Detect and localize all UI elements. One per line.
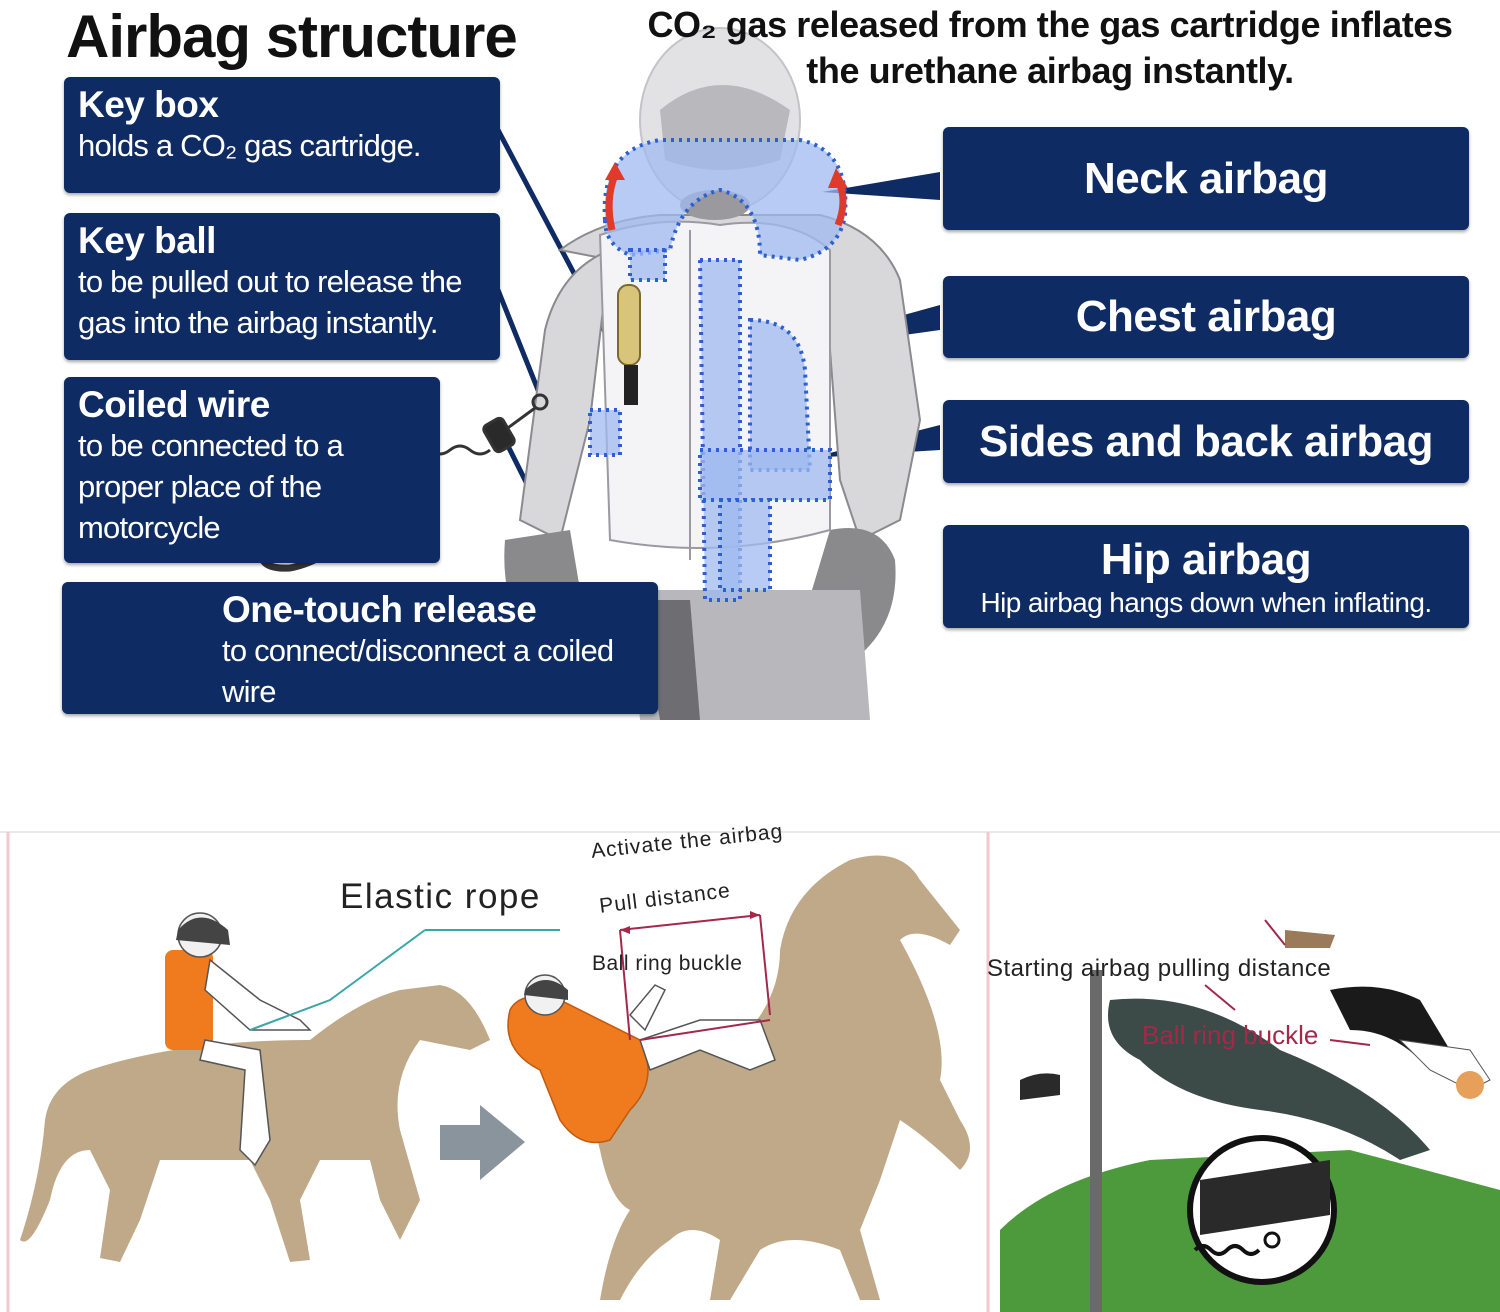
chest-airbag-label: Chest airbag [943, 276, 1469, 358]
jump-pole [1090, 970, 1102, 1312]
elastic-rope-label: Elastic rope [340, 877, 541, 916]
starting-distance-label: Starting airbag pulling distance [987, 955, 1332, 982]
label-description: gas into the airbag instantly. [78, 305, 439, 340]
rearing-horse [595, 855, 970, 1300]
coiled-wire-label: Coiled wire to be connected to a proper … [64, 377, 440, 563]
label-description: motorcycle [78, 510, 221, 545]
sides-back-airbag-label: Sides and back airbag [943, 400, 1469, 483]
label-heading: Key ball [78, 220, 216, 261]
caption-line-1: CO₂ gas released from the gas cartridge … [647, 4, 1453, 45]
label-title: Chest airbag [1075, 292, 1337, 341]
label-heading: One-touch release [222, 589, 537, 630]
hip-airbag-label: Hip airbag Hip airbag hangs down when in… [943, 525, 1469, 628]
label-description: to be connected to a [78, 428, 344, 463]
neck-airbag-label: Neck airbag [943, 127, 1469, 230]
label-description: to be pulled out to release the [78, 264, 462, 299]
label-title: Sides and back airbag [978, 416, 1434, 466]
gas-cartridge [617, 284, 641, 405]
jump-photo [1000, 930, 1500, 1312]
rider-thrown [507, 974, 776, 1144]
label-description: holds a CO₂ gas cartridge. [78, 128, 422, 163]
label-title: Neck airbag [1084, 153, 1328, 203]
label-heading: Key box [78, 84, 219, 125]
label-description: proper place of the [78, 469, 322, 504]
key-box-label: Key box holds a CO₂ gas cartridge. [64, 77, 500, 193]
label-title: Hip airbag [1100, 534, 1312, 584]
starting-distance-lines [1204, 919, 1371, 1046]
transition-arrow [440, 1105, 525, 1180]
ball-ring-buckle-label: Ball ring buckle [592, 952, 743, 975]
pull-distance-lines [619, 914, 771, 1041]
ball-ring-buckle-right-label: Ball ring buckle [1142, 1020, 1319, 1050]
co2-caption: CO₂ gas released from the gas cartridge … [600, 2, 1500, 94]
one-touch-release-label: One-touch release to connect/disconnect … [62, 582, 658, 791]
label-description: to connect/disconnect a coiled wire [222, 633, 614, 709]
label-subtitle: Hip airbag hangs down when inflating. [980, 586, 1433, 618]
rider-walking [165, 912, 312, 1167]
label-description: when getting on/off the motorcycle. [222, 715, 518, 791]
caption-line-2: the urethane airbag instantly. [806, 50, 1294, 91]
elastic-rope-lines [249, 929, 560, 1031]
page-title: Airbag structure [66, 3, 518, 70]
label-heading: Coiled wire [78, 384, 270, 425]
airbags [588, 138, 848, 602]
key-ball-label: Key ball to be pulled out to release the… [64, 213, 500, 360]
